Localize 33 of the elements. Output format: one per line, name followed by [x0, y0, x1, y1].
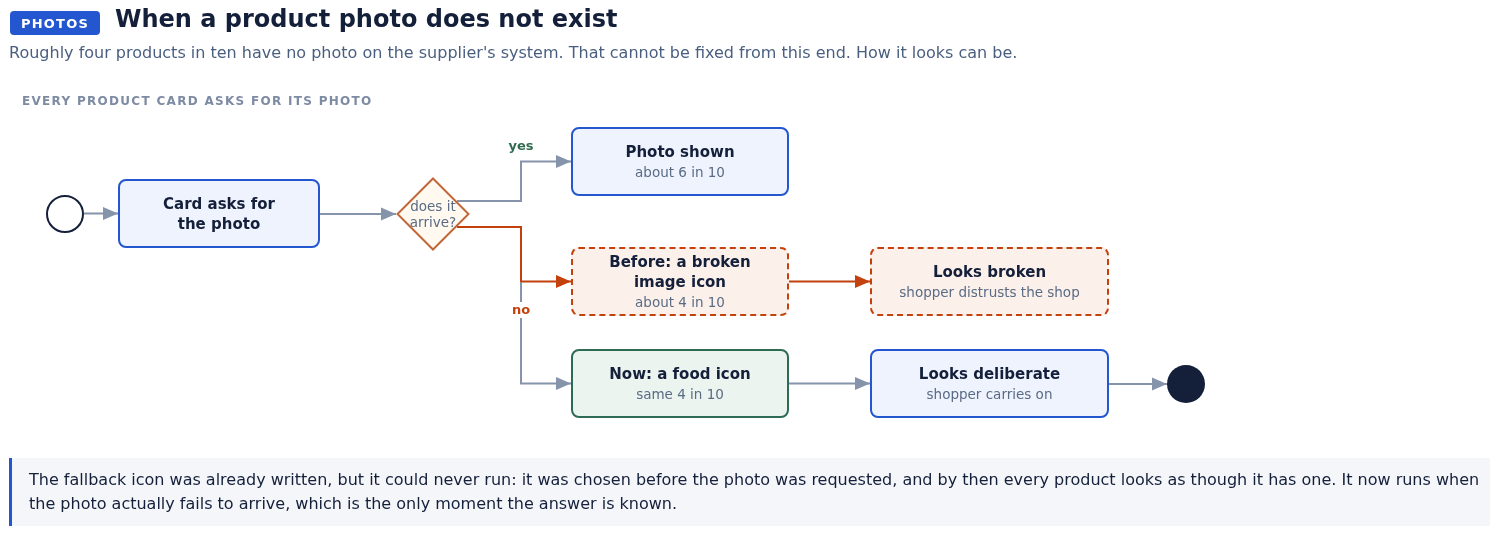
decision-label: does it arrive? — [408, 198, 458, 230]
arrow — [788, 377, 871, 390]
node-subtitle: same 4 in 10 — [636, 384, 724, 404]
arrow — [83, 207, 119, 220]
process-box — [118, 179, 320, 248]
category-badge: PHOTOS — [10, 11, 100, 35]
decision-diamond — [396, 177, 470, 251]
node-title: Looks broken — [932, 261, 1047, 282]
section-heading: EVERY PRODUCT CARD ASKS FOR ITS PHOTO — [22, 93, 373, 109]
process-box — [571, 349, 789, 418]
node-subtitle: about 6 in 10 — [635, 162, 725, 182]
node-subtitle: shopper carries on — [926, 384, 1053, 404]
process-box — [870, 349, 1109, 418]
subtitle: Roughly four products in ten have no photo on the supplier's system. That cannot be fixed from this end. How it looks can be. — [9, 42, 1018, 64]
node-subtitle: about 4 in 10 — [635, 292, 725, 312]
end-circle — [1167, 365, 1205, 403]
arrow — [319, 207, 397, 221]
arrow — [520, 281, 572, 390]
process-box — [571, 247, 789, 316]
process-box — [571, 127, 789, 196]
node-subtitle: shopper distrusts the shop — [899, 282, 1080, 302]
arrow — [1108, 377, 1168, 391]
node-title: Now: a food icon — [609, 363, 751, 384]
title: When a product photo does not exist — [115, 4, 618, 35]
node-title: Photo shown — [625, 141, 735, 162]
arrow — [788, 275, 871, 288]
node-title: Before: a broken image icon — [608, 251, 752, 292]
node-title: Looks deliberate — [918, 363, 1061, 384]
arrow — [456, 155, 572, 202]
note-panel: The fallback icon was already written, but it could never run: it was chosen before the photo was requested, and by then every product looks as though it has one. It now runs when the photo actually fails to arrive, which is the only moment the answer is known. — [9, 458, 1490, 526]
process-box — [870, 247, 1109, 316]
node-title: Card asks for the photo — [162, 193, 276, 234]
start-circle — [46, 195, 84, 233]
